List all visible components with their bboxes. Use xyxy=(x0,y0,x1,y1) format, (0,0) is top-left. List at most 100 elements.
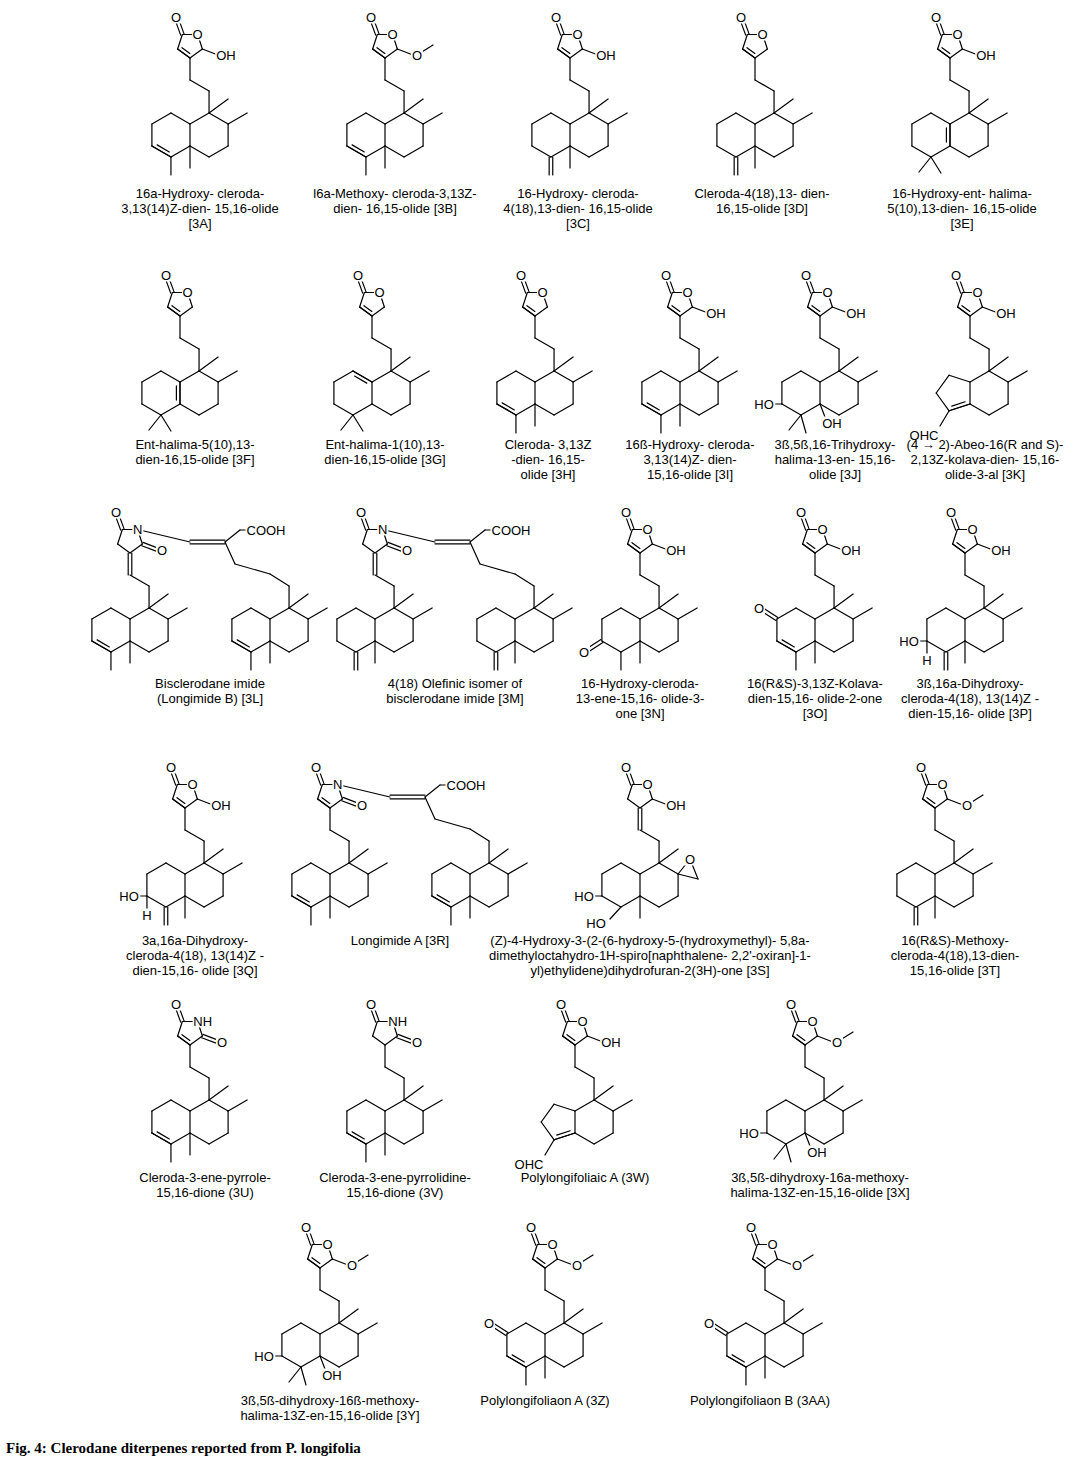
bond-line xyxy=(753,1259,765,1268)
bond-line xyxy=(950,113,969,124)
bond-line xyxy=(970,371,989,382)
compound-name: l6a-Methoxy- cleroda-3,13Z-dien- 16,15-o… xyxy=(310,186,480,216)
compound-name: (Z)-4-Hydroxy-3-(2-(6-hydroxy-5-(hydroxy… xyxy=(470,933,830,978)
bond-line xyxy=(957,543,965,549)
bond-line xyxy=(755,49,767,58)
bond-line xyxy=(954,896,973,907)
bond-line xyxy=(745,1367,746,1385)
bond-line xyxy=(373,49,385,58)
atom-label: OH xyxy=(321,1369,343,1382)
bond-line xyxy=(677,619,678,641)
bond-line xyxy=(404,99,423,113)
bond-line xyxy=(554,1133,575,1140)
bond-line xyxy=(390,795,425,796)
bond-line xyxy=(607,124,608,146)
bond-line xyxy=(118,544,130,553)
bond-line xyxy=(204,896,223,907)
bond-line xyxy=(958,292,963,307)
bond-line xyxy=(834,641,853,652)
bond-line xyxy=(373,1021,378,1036)
bond-line xyxy=(658,586,659,608)
bond-line xyxy=(805,1100,824,1111)
bond-line xyxy=(270,641,289,652)
bond-line xyxy=(329,808,330,830)
bond-line xyxy=(554,404,573,415)
bond-line xyxy=(570,113,589,124)
bond-line xyxy=(717,113,736,124)
bond-line xyxy=(391,371,410,382)
bond-line xyxy=(235,564,270,574)
compound-name: Polylongifoliaic A (3W) xyxy=(505,1170,665,1185)
atom-label: N xyxy=(332,778,343,791)
bond-line xyxy=(282,1323,301,1334)
bond-line xyxy=(545,1323,564,1334)
bond-line xyxy=(949,375,970,382)
atom-label: OH xyxy=(995,307,1017,320)
bond-line xyxy=(496,608,515,619)
bond-line xyxy=(171,146,190,157)
bond-line xyxy=(149,415,161,430)
bond-line xyxy=(659,896,678,907)
bond-line xyxy=(364,306,372,312)
bond-line xyxy=(927,798,935,804)
bond-line xyxy=(177,798,185,804)
bond-line xyxy=(228,1111,229,1133)
bond-line xyxy=(680,307,692,316)
bond-line xyxy=(777,608,796,619)
bond-line xyxy=(391,357,410,371)
bond-line xyxy=(640,575,659,586)
atom-label: O xyxy=(660,269,672,282)
atom-label: O xyxy=(937,778,949,791)
bond-line xyxy=(602,863,621,874)
bond-line xyxy=(507,1323,526,1334)
bond-line xyxy=(532,146,551,157)
bond-line xyxy=(223,874,224,896)
bond-line xyxy=(950,49,962,58)
compound-name: 3ß,16a-Dihydroxy- cleroda-4(18), 13(14)Z… xyxy=(900,676,1040,721)
bond-line xyxy=(946,608,965,619)
bond-line xyxy=(423,124,424,146)
atom-label: COOH xyxy=(491,524,532,537)
bond-line xyxy=(923,799,935,808)
bond-line xyxy=(593,1078,594,1100)
bond-line xyxy=(470,530,485,542)
atom-label: O xyxy=(642,523,654,536)
bond-line xyxy=(189,1045,190,1067)
atom-label: O xyxy=(547,1238,559,1251)
bond-line xyxy=(680,404,699,415)
bond-line xyxy=(795,652,796,670)
bond-line xyxy=(533,1244,538,1259)
bond-line xyxy=(679,382,680,404)
compound-name: (4 → 2)-Abeo-16(R and S)- 2,13Z-kolava-d… xyxy=(905,437,1065,482)
bond-line xyxy=(368,863,387,874)
bond-line xyxy=(413,608,432,619)
bond-line xyxy=(180,371,199,382)
bond-line xyxy=(858,371,877,382)
bond-line xyxy=(552,157,553,175)
bond-line xyxy=(534,641,553,652)
bond-line xyxy=(535,404,554,415)
bond-line xyxy=(589,643,603,652)
bond-line xyxy=(659,863,678,874)
bond-line xyxy=(199,404,218,415)
bond-line xyxy=(170,1144,171,1162)
bond-line xyxy=(805,1133,810,1146)
atom-label: HO xyxy=(898,635,920,648)
atom-label: O xyxy=(745,1221,757,1234)
bond-line xyxy=(965,641,984,652)
bond-line xyxy=(602,896,621,907)
bond-line xyxy=(552,619,553,641)
bond-line xyxy=(168,307,180,316)
compound-name: Polylongifoliaon B (3AA) xyxy=(675,1393,845,1408)
bond-line xyxy=(661,371,680,382)
bond-line xyxy=(384,1111,385,1133)
bond-line xyxy=(413,619,414,641)
bond-line xyxy=(489,863,508,874)
bond-line xyxy=(182,1035,190,1041)
atom-label: HO xyxy=(573,890,595,903)
bond-line xyxy=(989,404,1008,415)
bond-line xyxy=(182,48,190,54)
atom-label: O xyxy=(822,286,834,299)
bond-line xyxy=(544,1268,545,1290)
bond-line xyxy=(551,113,570,124)
